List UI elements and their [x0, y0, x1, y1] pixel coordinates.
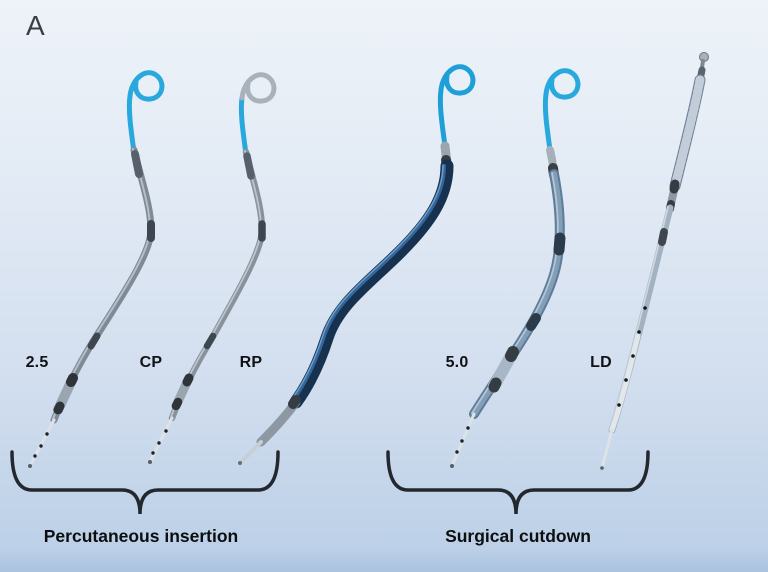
device-impella-2-5	[28, 73, 162, 468]
group-caption-surgical: Surgical cutdown	[445, 526, 591, 546]
device-impella-5-0	[450, 71, 578, 468]
surgical-bracket	[386, 450, 650, 515]
pigtail-loop-icon	[441, 67, 473, 93]
device-label-cp: CP	[139, 354, 163, 371]
pigtail-loop-icon	[242, 75, 274, 101]
pigtail-stem-icon	[440, 90, 445, 146]
panel-letter: A	[26, 10, 45, 41]
pigtail-stem-icon	[545, 94, 550, 150]
percutaneous-bracket	[10, 450, 280, 515]
pigtail-loop-icon	[130, 73, 162, 99]
group-caption-percutaneous: Percutaneous insertion	[43, 526, 239, 546]
device-label-2-5: 2.5	[25, 354, 49, 371]
device-label-rp: RP	[239, 354, 263, 371]
device-label-5-0: 5.0	[445, 354, 469, 371]
pigtail-stem-icon	[129, 96, 134, 152]
device-label-ld: LD	[590, 354, 612, 371]
device-impella-cp	[148, 75, 274, 464]
pigtail-stem-icon	[241, 98, 246, 154]
pigtail-loop-icon	[546, 71, 578, 97]
device-impella-ld	[600, 52, 709, 470]
device-impella-rp	[238, 67, 473, 465]
